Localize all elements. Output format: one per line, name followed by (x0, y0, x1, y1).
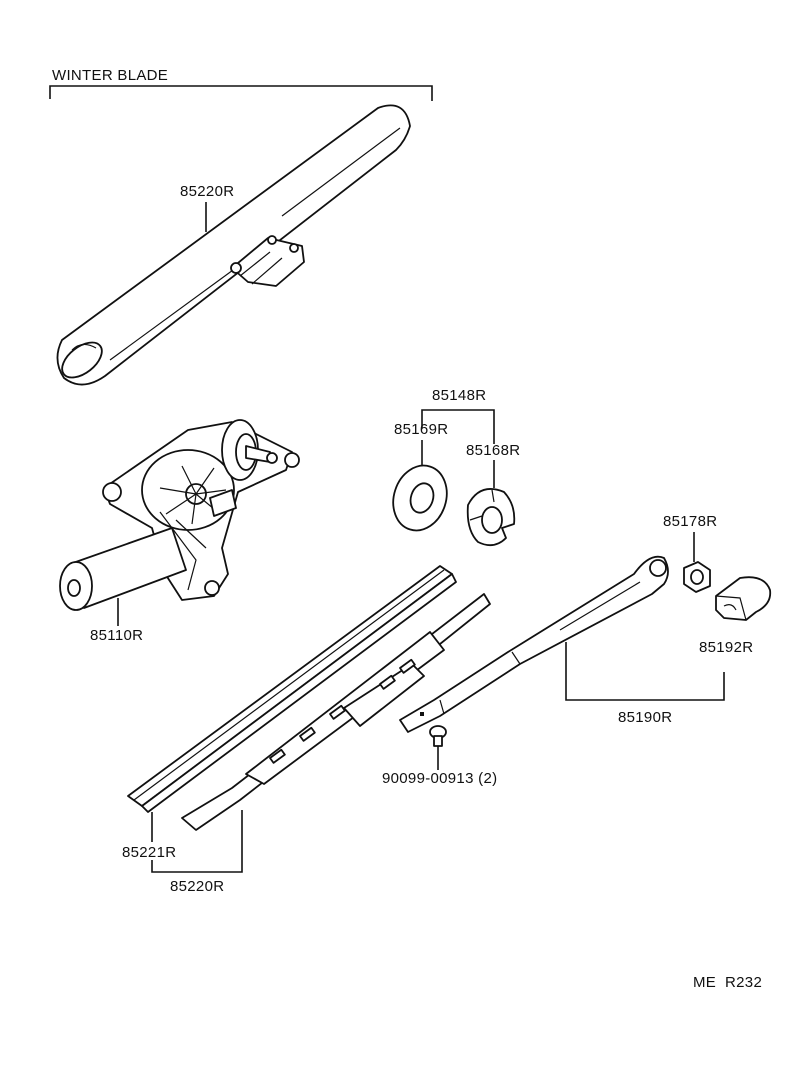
bracket-85148R (421, 409, 495, 444)
screw-illustration (429, 725, 447, 747)
blade-85220R-illustration (181, 593, 491, 831)
label-85190R: 85190R (618, 709, 672, 726)
bracket-85190R (565, 642, 725, 701)
label-85168R: 85168R (466, 442, 520, 459)
label-85220R: 85220R (170, 878, 224, 895)
label-85178R: 85178R (663, 513, 717, 530)
label-screw: 90099-00913 (2) (382, 770, 497, 787)
insulator-85168R-illustration (466, 488, 516, 547)
label-85220R-winter: 85220R (180, 183, 234, 200)
winter-blade-heading: WINTER BLADE (52, 67, 168, 84)
arm-85190R-illustration (399, 555, 669, 733)
cap-85192R-illustration (715, 576, 772, 621)
nut-85178R-illustration (683, 561, 711, 593)
rubber-85221R-illustration (127, 565, 457, 813)
label-85221R: 85221R (122, 844, 176, 861)
motor-85110R-illustration (59, 419, 300, 611)
winter-blade-bracket (49, 85, 433, 101)
washer-85169R-illustration (392, 464, 448, 532)
page-code: ME R232 (693, 974, 762, 991)
label-85148R: 85148R (432, 387, 486, 404)
label-85110R: 85110R (90, 627, 143, 644)
label-85169R: 85169R (394, 421, 448, 438)
bracket-85220R (151, 810, 243, 873)
label-85192R: 85192R (699, 639, 753, 656)
winter-blade-illustration (56, 104, 411, 386)
